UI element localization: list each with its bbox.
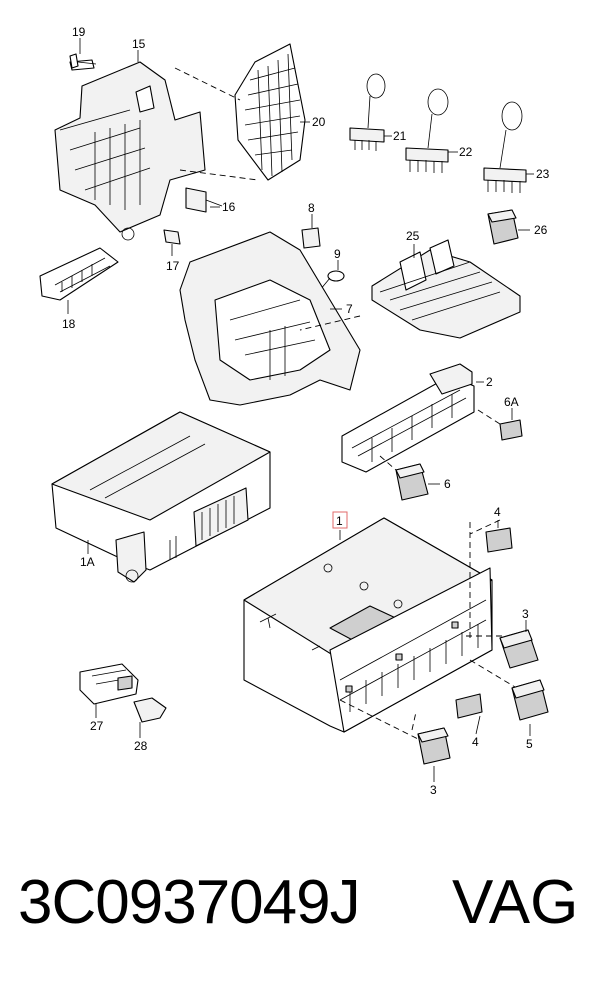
fuse-17 — [163, 229, 181, 245]
relay-4b — [455, 693, 483, 719]
callout-15: 15 — [132, 37, 146, 51]
footer: 3C0937049J VAG — [0, 848, 600, 958]
callout-labels: 19 15 20 21 22 23 16 17 18 8 9 7 25 26 2… — [62, 25, 550, 797]
relay-3b — [417, 727, 451, 765]
connector-21 — [349, 73, 386, 151]
relay-5 — [511, 679, 549, 721]
callout-19: 19 — [72, 25, 86, 39]
callout-26: 26 — [534, 223, 548, 237]
bracket-18 — [39, 247, 119, 301]
relay-3a — [499, 629, 539, 669]
callout-3a: 3 — [522, 607, 529, 621]
screw-19 — [69, 53, 97, 69]
connector-23 — [483, 101, 527, 193]
callout-1: 1 — [336, 514, 343, 528]
callout-4a: 4 — [494, 505, 501, 519]
callout-21: 21 — [393, 129, 407, 143]
callout-1A: 1A — [80, 555, 95, 569]
holder-27 — [79, 663, 139, 705]
screw-9 — [319, 270, 345, 291]
callout-23: 23 — [536, 167, 550, 181]
callout-28: 28 — [134, 739, 148, 753]
main-unit-1 — [243, 517, 521, 741]
callout-5: 5 — [526, 737, 533, 751]
callout-8: 8 — [308, 201, 315, 215]
callout-16: 16 — [222, 200, 236, 214]
highlight-box — [332, 511, 348, 529]
callout-7: 7 — [346, 302, 353, 316]
brand-name: VAG — [452, 868, 579, 937]
fuse-16 — [185, 187, 223, 213]
callout-22: 22 — [459, 145, 473, 159]
fuse-strip-2 — [341, 363, 475, 473]
part-number: 3C0937049J — [18, 868, 361, 937]
callout-2: 2 — [486, 375, 493, 389]
connector-22 — [405, 88, 449, 173]
parts-diagram: 19 15 20 21 22 23 16 17 18 8 9 7 25 26 2… — [39, 25, 550, 797]
callout-3b: 3 — [430, 783, 437, 797]
leader-lines — [67, 38, 534, 782]
relay-4a — [485, 527, 513, 553]
callout-18: 18 — [62, 317, 76, 331]
relay-carrier-25 — [299, 239, 521, 339]
callout-25: 25 — [406, 229, 420, 243]
bracket-7 — [179, 231, 361, 406]
callout-4b: 4 — [472, 735, 479, 749]
fuse-box-15 — [54, 59, 206, 241]
cover-20 — [174, 43, 306, 181]
control-unit-1A — [51, 411, 271, 583]
relay-26 — [487, 209, 519, 245]
fuse-28 — [133, 697, 167, 723]
callout-6A: 6A — [504, 395, 519, 409]
callout-27: 27 — [90, 719, 104, 733]
callout-9: 9 — [334, 247, 341, 261]
callout-20: 20 — [312, 115, 326, 129]
callout-6: 6 — [444, 477, 451, 491]
relay-6A — [477, 409, 523, 441]
clip-8 — [301, 227, 321, 249]
relay-6 — [379, 455, 429, 501]
callout-17: 17 — [166, 259, 180, 273]
